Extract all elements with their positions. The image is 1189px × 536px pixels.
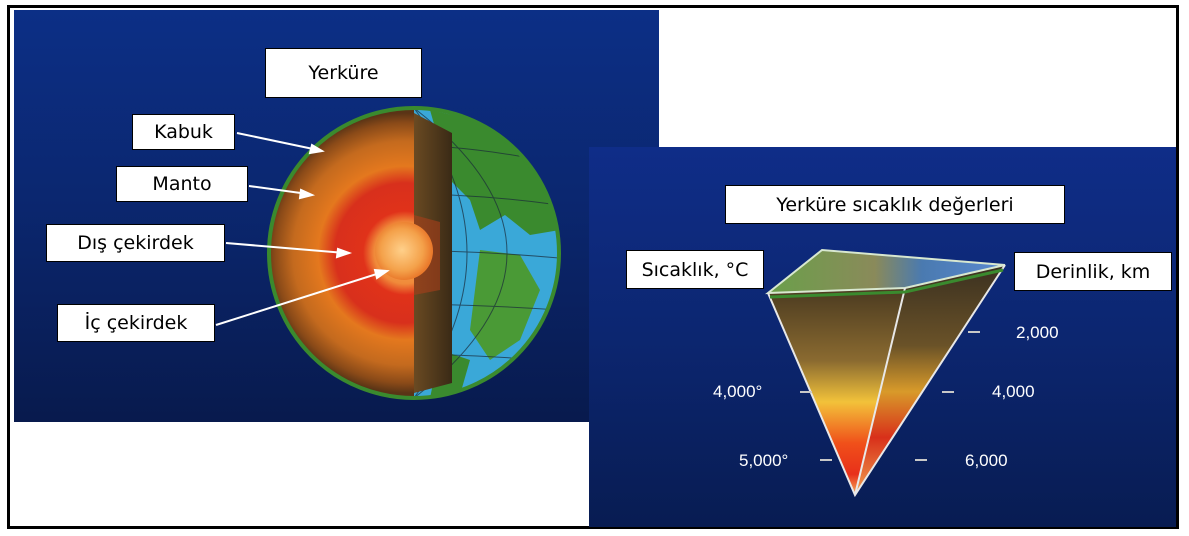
inner-core — [375, 222, 433, 280]
crust-rim — [267, 106, 561, 400]
temperature-wedge — [765, 248, 1006, 498]
inner-core-label: İç çekirdek — [57, 304, 215, 342]
depth-tick-4000: 4,000 — [992, 382, 1035, 401]
mantle-arrow — [248, 185, 309, 195]
inner-core-arrow — [215, 271, 384, 326]
crust-arrow — [236, 132, 319, 151]
outer-core-arrow — [225, 242, 346, 254]
depth-tick-2000: 2,000 — [1016, 323, 1059, 342]
wedge-ticks — [800, 331, 980, 461]
mantle-label: Manto — [116, 166, 248, 202]
temperature-tick-4000: 4,000° — [713, 382, 762, 401]
temperature-axis-label: Sıcaklık, °C — [626, 250, 764, 289]
outer-core-label: Dış çekirdek — [46, 224, 225, 262]
temperature-tick-5000: 5,000° — [739, 451, 788, 470]
depth-axis-label: Derinlik, km — [1014, 252, 1172, 291]
pointer-arrows — [215, 132, 390, 326]
earth-title: Yerküre — [265, 48, 422, 98]
temperature-title: Yerküre sıcaklık değerleri — [725, 185, 1065, 224]
crust-label: Kabuk — [132, 114, 235, 150]
depth-tick-6000: 6,000 — [965, 451, 1008, 470]
wedge-left-face — [768, 288, 905, 495]
